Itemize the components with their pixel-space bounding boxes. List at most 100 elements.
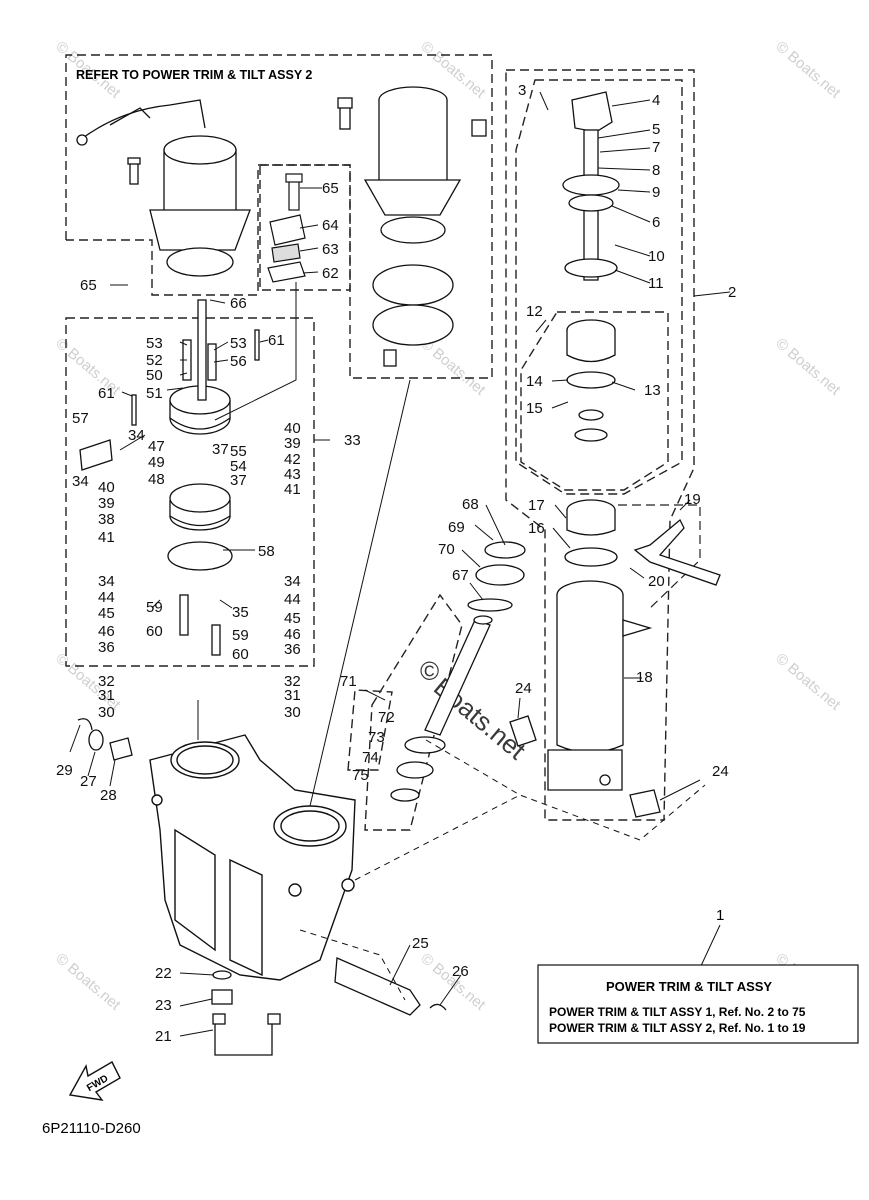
callout-34: 34	[128, 427, 145, 444]
fwd-arrow: FWD	[68, 1061, 121, 1101]
callout-36: 36	[98, 639, 115, 656]
callout-10: 10	[648, 248, 665, 265]
trim-ram-boundary-71-inner	[347, 689, 393, 771]
trim-motor-right	[337, 86, 487, 367]
callout-61: 61	[268, 332, 285, 349]
callout-57: 57	[72, 410, 89, 427]
callout-labels: 2 3 4 5 7 8 9 6 10 11 12 13 14 15 16 17 …	[56, 82, 736, 1045]
callout-62: 62	[322, 265, 339, 282]
callout-14: 14	[526, 373, 543, 390]
callout-31: 31	[284, 687, 301, 704]
bracket-housing	[149, 734, 356, 981]
callout-34: 34	[72, 473, 89, 490]
alignment-lines	[299, 739, 706, 1001]
callout-69: 69	[448, 519, 465, 536]
callout-60: 60	[146, 623, 163, 640]
callout-15: 15	[526, 400, 543, 417]
callout-11: 11	[648, 275, 664, 292]
callout-65: 65	[322, 180, 339, 197]
callout-64: 64	[322, 217, 339, 234]
ref-assy2-subbox	[259, 164, 351, 291]
watermark-center-symbol: ©	[420, 656, 439, 686]
callout-35: 35	[232, 604, 249, 621]
callout-59: 59	[146, 599, 163, 616]
callout-38: 38	[98, 511, 115, 528]
legend-ref-number: 1	[716, 907, 724, 924]
diagram-code: 6P21110-D260	[42, 1120, 141, 1137]
callout-27: 27	[80, 773, 97, 790]
callout-58: 58	[258, 543, 275, 560]
callout-51: 51	[146, 385, 163, 402]
watermark-text: © Boats.net	[772, 38, 844, 102]
callout-74: 74	[362, 749, 379, 766]
assembly-legend: 1 POWER TRIM & TILT ASSY POWER TRIM & TI…	[537, 907, 859, 1044]
callout-12: 12	[526, 303, 543, 320]
callout-46: 46	[284, 626, 301, 643]
callout-4: 4	[652, 92, 660, 109]
callout-41: 41	[284, 481, 301, 498]
callout-68: 68	[462, 496, 479, 513]
tilt-ram-boundary-3	[515, 79, 683, 495]
piston-boundary-12	[520, 311, 669, 491]
callout-72: 72	[378, 709, 395, 726]
callout-18: 18	[636, 669, 653, 686]
callout-66: 66	[230, 295, 247, 312]
reference-note: REFER TO POWER TRIM & TILT ASSY 2	[76, 68, 312, 82]
trim-motor-left	[76, 99, 251, 277]
callout-56: 56	[230, 353, 247, 370]
callout-17: 17	[528, 497, 545, 514]
callout-49: 49	[148, 454, 165, 471]
callout-34: 34	[98, 573, 115, 590]
leader-lines	[69, 91, 731, 1037]
callout-24: 24	[515, 680, 532, 697]
callout-61: 61	[98, 385, 115, 402]
callout-29: 29	[56, 762, 73, 779]
callout-42: 42	[284, 451, 301, 468]
callout-6: 6	[652, 214, 660, 231]
legend-line-1: POWER TRIM & TILT ASSY 1, Ref. No. 2 to …	[549, 1005, 806, 1019]
callout-22: 22	[155, 965, 172, 982]
callout-67: 67	[452, 567, 469, 584]
callout-45: 45	[98, 605, 115, 622]
legend-line-2: POWER TRIM & TILT ASSY 2, Ref. No. 1 to …	[549, 1021, 806, 1035]
callout-36: 36	[284, 641, 301, 658]
callout-7: 7	[652, 139, 660, 156]
callout-2: 2	[728, 284, 736, 301]
callout-32: 32	[98, 673, 115, 690]
callout-24: 24	[712, 763, 729, 780]
callout-45: 45	[284, 610, 301, 627]
legend-box	[537, 964, 859, 1044]
callout-52: 52	[146, 352, 163, 369]
callout-5: 5	[652, 121, 660, 138]
callout-25: 25	[412, 935, 429, 952]
callout-44: 44	[284, 591, 301, 608]
trim-ram-assembly	[390, 541, 526, 802]
callout-40: 40	[98, 479, 115, 496]
callout-46: 46	[98, 623, 115, 640]
callout-59: 59	[232, 627, 249, 644]
callout-37: 37	[212, 441, 229, 458]
callout-41: 41	[98, 529, 115, 546]
callout-28: 28	[100, 787, 117, 804]
watermark-text: © Boats.net	[772, 335, 844, 399]
callout-70: 70	[438, 541, 455, 558]
callout-73: 73	[368, 729, 385, 746]
legend-title: POWER TRIM & TILT ASSY	[606, 979, 772, 994]
callout-44: 44	[98, 589, 115, 606]
callout-20: 20	[648, 573, 665, 590]
callout-48: 48	[148, 471, 165, 488]
callout-8: 8	[652, 162, 660, 179]
callout-54: 54	[230, 458, 247, 475]
watermark-text: © Boats.net	[772, 650, 844, 714]
callout-50: 50	[146, 367, 163, 384]
callout-53: 53	[146, 335, 163, 352]
callout-55: 55	[230, 443, 247, 460]
callout-63: 63	[322, 241, 339, 258]
callout-26: 26	[452, 963, 469, 980]
callout-19: 19	[684, 491, 701, 508]
callout-65: 65	[80, 277, 97, 294]
callout-23: 23	[155, 997, 172, 1014]
callout-16: 16	[528, 520, 545, 537]
callout-53: 53	[230, 335, 247, 352]
callout-39: 39	[284, 435, 301, 452]
